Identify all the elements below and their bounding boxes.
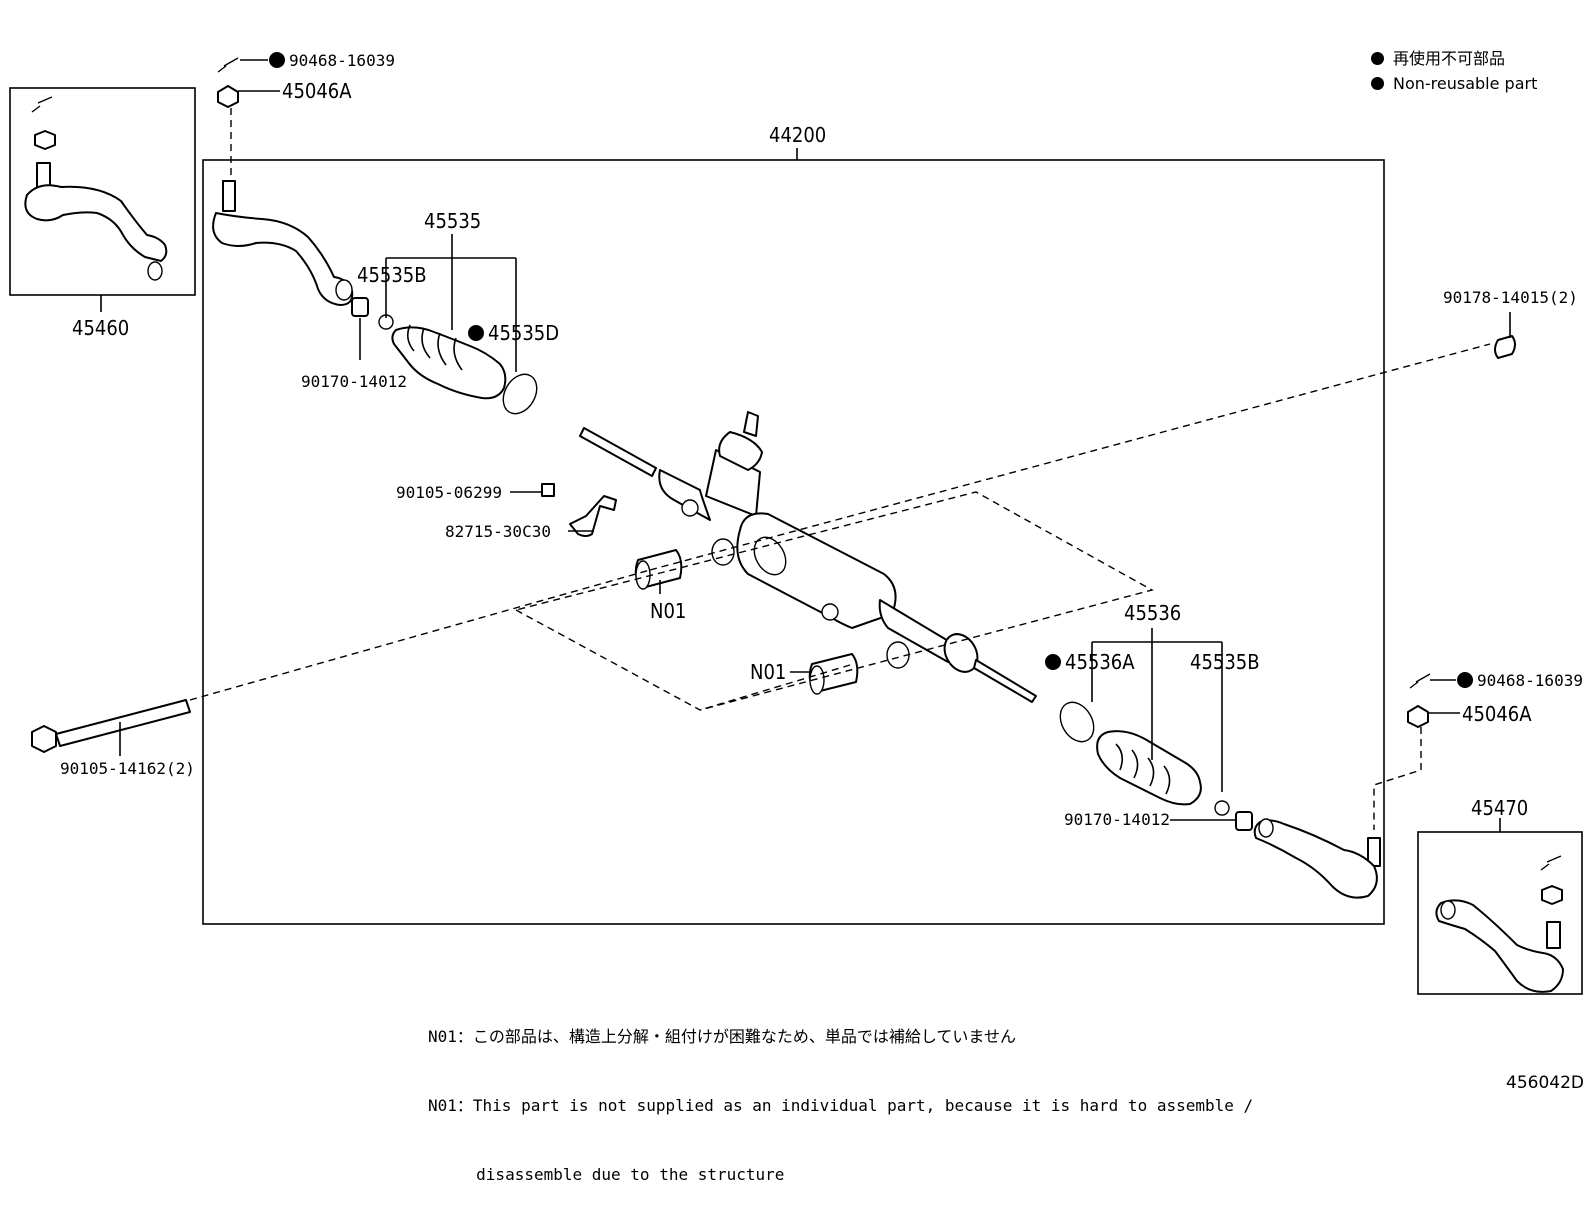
label-44200[interactable]: 44200 <box>769 123 826 147</box>
nonreusable-dot-45536A <box>1045 654 1061 670</box>
legend-item-ja: 再使用不可部品 <box>1371 46 1537 71</box>
figure-id: 456042D <box>1506 1073 1584 1093</box>
assembly-box-44200 <box>202 159 1385 925</box>
steering-rack-body-drawing <box>579 411 1037 703</box>
boot-left-drawing <box>351 297 538 415</box>
label-45046A-left[interactable]: 45046A <box>282 79 352 103</box>
note-en-1: N01：This part is not supplied as an indi… <box>428 1096 1254 1115</box>
label-45470[interactable]: 45470 <box>1471 796 1528 820</box>
inset-box-45460 <box>9 87 196 296</box>
label-90178[interactable]: 90178-14015(2) <box>1443 288 1578 307</box>
label-n01-upper[interactable]: N01 <box>650 599 686 623</box>
nonreusable-dot-icon <box>1371 52 1384 65</box>
label-90170-left[interactable]: 90170-14012 <box>301 372 407 391</box>
note-en-2: disassemble due to the structure <box>428 1165 785 1184</box>
label-90105-06299[interactable]: 90105-06299 <box>396 483 502 502</box>
label-45535[interactable]: 45535 <box>424 209 481 233</box>
bushing-n01-upper-drawing <box>634 549 683 590</box>
tie-rod-end-45460-drawing <box>24 96 168 281</box>
label-45536A[interactable]: 45536A <box>1065 650 1135 674</box>
tie-rod-end-right-drawing <box>1253 673 1460 899</box>
label-45536[interactable]: 45536 <box>1124 601 1181 625</box>
legend-item-en: Non-reusable part <box>1371 71 1537 96</box>
label-45460[interactable]: 45460 <box>72 316 129 340</box>
steering-rack-diagram: 44200 45460 45470 <box>9 51 1583 995</box>
long-bolt-90105-14162-drawing <box>31 699 191 756</box>
label-n01-lower[interactable]: N01 <box>750 660 786 684</box>
note-block: N01：この部品は、構造上分解・組付けが困難なため、単品では補給していません N… <box>428 979 1253 1209</box>
label-90468-right[interactable]: 90468-16039 <box>1477 671 1583 690</box>
label-90105-14162[interactable]: 90105-14162(2) <box>60 759 195 778</box>
label-82715[interactable]: 82715-30C30 <box>445 522 551 541</box>
boot-right-drawing <box>1059 701 1253 831</box>
nut-90178-drawing <box>1494 312 1516 359</box>
label-45535B-left[interactable]: 45535B <box>357 263 427 287</box>
nonreusable-dot-icon <box>1371 77 1384 90</box>
label-45046A-right[interactable]: 45046A <box>1462 702 1532 726</box>
legend: 再使用不可部品 Non-reusable part <box>1371 46 1537 96</box>
nonreusable-dot-45535D <box>468 325 484 341</box>
label-45535B-right[interactable]: 45535B <box>1190 650 1260 674</box>
label-90170-right[interactable]: 90170-14012 <box>1064 810 1170 829</box>
nonreusable-dot-90468-left <box>269 52 285 68</box>
nonreusable-dot-90468-right <box>1457 672 1473 688</box>
tie-rod-end-left-drawing <box>212 57 354 306</box>
label-90468-left[interactable]: 90468-16039 <box>289 51 395 70</box>
tie-rod-end-45470-drawing <box>1435 855 1564 993</box>
bolt-bracket-drawing <box>541 483 617 537</box>
bushing-n01-lower-drawing <box>808 653 859 695</box>
label-45535D[interactable]: 45535D <box>488 321 559 345</box>
note-ja: N01：この部品は、構造上分解・組付けが困難なため、単品では補給していません <box>428 1027 1016 1046</box>
